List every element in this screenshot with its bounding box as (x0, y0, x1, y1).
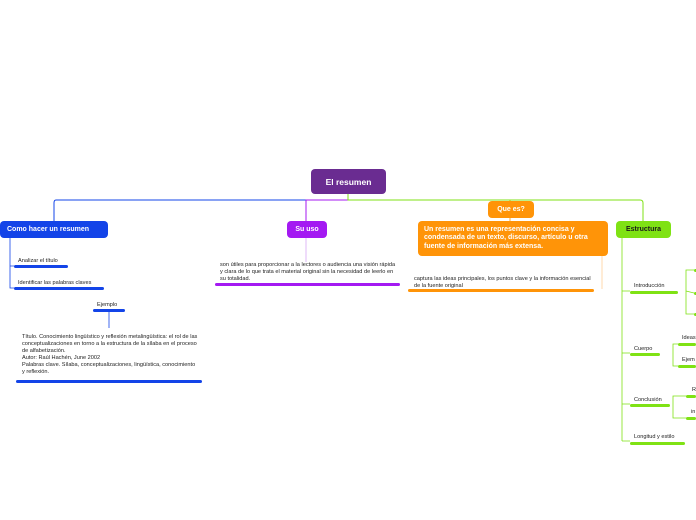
connector-estructura-items (621, 238, 630, 442)
connector-como-items (9, 238, 14, 289)
conclusion-sub-r[interactable]: R (692, 387, 696, 393)
como-item-palabras-underline (14, 287, 104, 290)
root-node[interactable]: El resumen (311, 169, 386, 194)
estructura-longitud[interactable]: Longitud y estilo (634, 434, 675, 440)
intro-sub-2-underline (694, 292, 696, 295)
que-text-underline (408, 289, 594, 292)
estructura-conclusion-underline (630, 404, 670, 407)
como-item-ejemplo[interactable]: Ejemplo (97, 302, 118, 308)
branch-que-es[interactable]: Que es? (488, 201, 534, 218)
ejemplo-text: Título. Conocimiento lingüístico y refle… (22, 334, 198, 375)
cuerpo-sub-ejem-underline (678, 365, 696, 368)
connector-root-como (53, 194, 349, 221)
estructura-introduccion[interactable]: Introducción (634, 283, 665, 289)
branch-su-uso[interactable]: Su uso (287, 221, 327, 238)
estructura-cuerpo[interactable]: Cuerpo (634, 346, 653, 352)
que-definition-node[interactable]: Un resumen es una representación concisa… (418, 221, 608, 256)
cuerpo-sub-ideas-underline (678, 343, 696, 346)
estructura-introduccion-underline (630, 291, 678, 294)
conclusion-sub-r-underline (686, 395, 696, 398)
intro-sub-3-underline (694, 313, 696, 316)
como-item-titulo-underline (14, 265, 68, 268)
estructura-cuerpo-underline (630, 353, 660, 356)
connector-root-estructura (347, 194, 644, 221)
conclusion-sub-in-underline (686, 417, 696, 420)
branch-estructura-label: Estructura (625, 226, 661, 233)
como-item-titulo[interactable]: Analizar el título (18, 258, 58, 264)
connector-intro-sub (685, 269, 695, 315)
uso-text-underline (215, 283, 400, 286)
connector-conclusion-sub (672, 395, 686, 419)
branch-estructura[interactable]: Estructura (616, 221, 671, 238)
branch-como-label: Como hacer un resumen (7, 226, 90, 233)
connector-cuerpo-sub (672, 343, 678, 367)
que-text: captura las ideas principales, los punto… (414, 276, 591, 289)
que-definition-text: Un resumen es una representación concisa… (424, 225, 588, 250)
branch-que-label: Que es? (497, 206, 525, 213)
estructura-conclusion[interactable]: Conclusión (634, 397, 662, 403)
intro-sub-1-underline (694, 269, 696, 272)
como-item-palabras[interactable]: Identificar las palabras claves (18, 280, 92, 286)
ejemplo-text-underline (16, 380, 202, 383)
conclusion-sub-in[interactable]: in (691, 409, 696, 415)
estructura-longitud-underline (630, 442, 685, 445)
cuerpo-sub-ideas[interactable]: Ideas (682, 335, 696, 341)
branch-como-hacer[interactable]: Como hacer un resumen (0, 221, 108, 238)
uso-text: son útiles para proporcionar a la lector… (220, 262, 396, 282)
branch-uso-label: Su uso (295, 226, 319, 233)
connector-root-uso (305, 194, 349, 221)
cuerpo-sub-ejem[interactable]: Ejem (682, 357, 695, 363)
como-item-ejemplo-underline (93, 309, 125, 312)
root-label: El resumen (325, 176, 372, 187)
